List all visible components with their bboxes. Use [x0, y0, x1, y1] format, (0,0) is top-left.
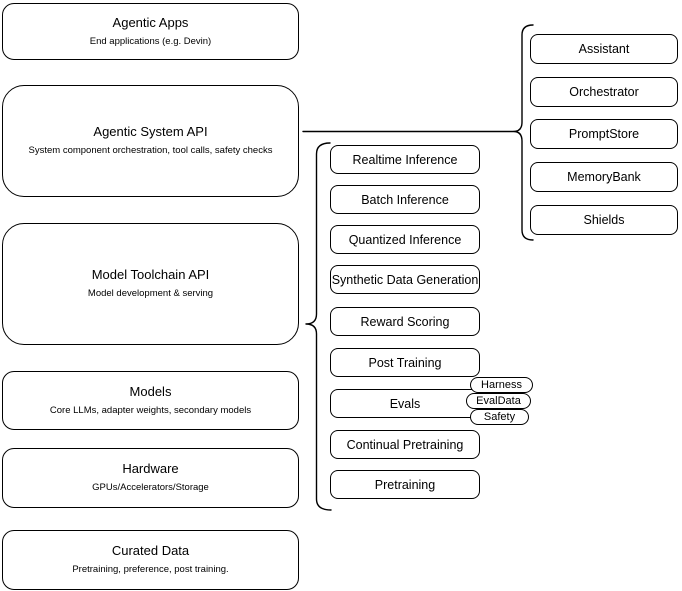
toolchain-item-quantized-inference: Quantized Inference	[330, 225, 480, 254]
toolchain-brace	[305, 142, 332, 511]
box-subtitle: GPUs/Accelerators/Storage	[92, 482, 209, 494]
toolchain-item-realtime-inference: Realtime Inference	[330, 145, 480, 174]
toolchain-item-label: Batch Inference	[361, 192, 449, 207]
toolchain-item-batch-inference: Batch Inference	[330, 185, 480, 214]
eval-tag-label: Harness	[481, 379, 522, 391]
box-subtitle: Pretraining, preference, post training.	[72, 564, 229, 576]
box-subtitle: Core LLMs, adapter weights, secondary mo…	[49, 404, 252, 416]
box-subtitle: System component orchestration, tool cal…	[28, 145, 273, 157]
system-component-shields: Shields	[530, 205, 678, 235]
system-component-label: Orchestrator	[569, 85, 639, 99]
toolchain-item-continual-pretraining: Continual Pretraining	[330, 430, 480, 459]
toolchain-item-label: Continual Pretraining	[346, 437, 464, 452]
box-title: Agentic Apps	[112, 14, 189, 30]
stack-box-models: Models Core LLMs, adapter weights, secon…	[2, 371, 299, 430]
eval-tag-label: EvalData	[476, 395, 521, 407]
system-component-memorybank: MemoryBank	[530, 162, 678, 192]
stack-box-model-toolchain-api: Model Toolchain API Model development & …	[2, 223, 299, 345]
system-component-orchestrator: Orchestrator	[530, 77, 678, 107]
toolchain-item-label: Pretraining	[374, 477, 436, 492]
toolchain-item-label: Realtime Inference	[352, 152, 458, 167]
eval-tag-label: Safety	[483, 411, 516, 423]
toolchain-item-pretraining: Pretraining	[330, 470, 480, 499]
toolchain-item-label: Evals	[389, 396, 421, 411]
toolchain-item-post-training: Post Training	[330, 348, 480, 377]
system-component-assistant: Assistant	[530, 34, 678, 64]
eval-tag-evaldata: EvalData	[466, 393, 531, 409]
toolchain-item-label: Reward Scoring	[360, 314, 450, 329]
system-component-label: PromptStore	[568, 127, 640, 141]
box-title: Agentic System API	[93, 124, 208, 140]
toolchain-item-reward-scoring: Reward Scoring	[330, 307, 480, 336]
box-subtitle: Model development & serving	[87, 288, 214, 300]
box-title: Curated Data	[111, 543, 190, 559]
system-component-label: Assistant	[578, 42, 630, 56]
eval-tag-harness: Harness	[470, 377, 533, 393]
system-component-label: MemoryBank	[567, 170, 641, 184]
eval-tag-safety: Safety	[470, 409, 529, 425]
toolchain-item-label: Synthetic Data Generation	[331, 272, 479, 287]
stack-box-curated-data: Curated Data Pretraining, preference, po…	[2, 530, 299, 590]
system-component-promptstore: PromptStore	[530, 119, 678, 149]
stack-box-agentic-apps: Agentic Apps End applications (e.g. Devi…	[2, 3, 299, 60]
toolchain-item-evals: Evals	[330, 389, 480, 418]
toolchain-item-label: Quantized Inference	[348, 232, 462, 247]
stack-box-agentic-system-api: Agentic System API System component orch…	[2, 85, 299, 197]
toolchain-item-synthetic-data-generation: Synthetic Data Generation	[330, 265, 480, 294]
box-title: Models	[129, 383, 172, 399]
box-title: Model Toolchain API	[91, 267, 210, 283]
box-title: Hardware	[122, 461, 179, 477]
system-components-brace	[512, 24, 534, 241]
toolchain-item-label: Post Training	[368, 355, 442, 370]
box-subtitle: End applications (e.g. Devin)	[89, 35, 212, 47]
system-component-label: Shields	[583, 213, 625, 227]
stack-box-hardware: Hardware GPUs/Accelerators/Storage	[2, 448, 299, 508]
